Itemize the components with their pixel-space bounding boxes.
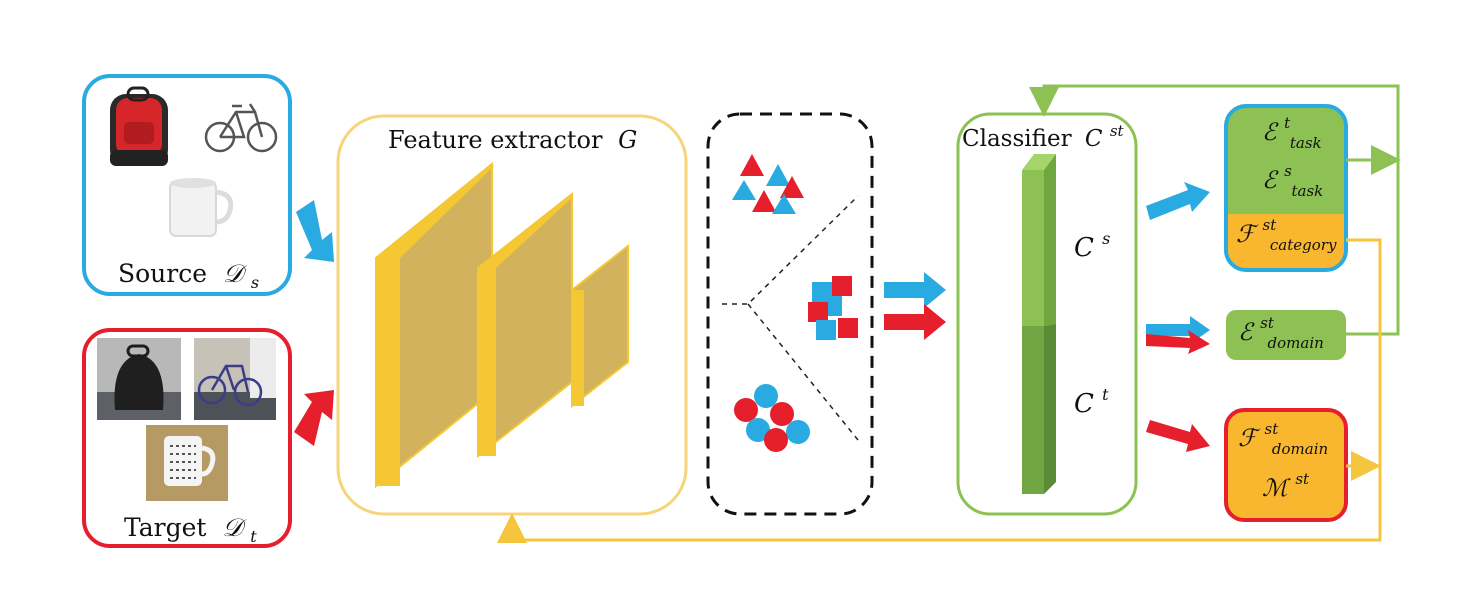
svg-text:ℰ t task: ℰ t task xyxy=(1262,106,1322,152)
domain-loss-sub: domain xyxy=(1268,334,1324,352)
feature-extractor-symbol: G xyxy=(618,126,637,154)
target-subscript: t xyxy=(250,527,257,546)
domain-output-arrow-red xyxy=(1146,330,1210,354)
category-loss-sup: st xyxy=(1263,216,1278,234)
circle-cluster xyxy=(734,384,810,452)
classifier-superscript: st xyxy=(1110,122,1125,140)
svg-text:ℰ st domain: ℰ st domain xyxy=(1238,306,1324,352)
domain-loss-box: ℰ st domain xyxy=(1226,306,1346,360)
classifier-label: Classifier xyxy=(962,126,1072,152)
feature-extractor-label: Feature extractor xyxy=(388,126,603,154)
bicycle-icon xyxy=(204,103,278,153)
task-loss-source-sup: s xyxy=(1284,162,1292,180)
mug-icon xyxy=(169,178,234,237)
source-input-arrow xyxy=(296,200,334,262)
alignment-loss-box: ℱ st domain ℳ st xyxy=(1224,408,1348,522)
svg-text:ℳ st: ℳ st xyxy=(1262,470,1310,502)
task-loss-target-symbol: ℰ xyxy=(1262,118,1279,146)
task-output-arrow xyxy=(1146,182,1210,220)
task-loss-target-sup: t xyxy=(1284,114,1291,132)
conv-layer-2 xyxy=(477,191,573,459)
task-loss-box: ℰ t task ℰ s task ℱ st category xyxy=(1224,104,1348,272)
mmd-loss-symbol: ℳ xyxy=(1262,474,1291,502)
target-label: Target xyxy=(124,513,206,542)
backpack-icon xyxy=(110,86,168,166)
alignment-loss-sub: domain xyxy=(1272,440,1328,458)
source-label: Source xyxy=(118,259,207,288)
svg-text:ℰ s task: ℰ s task xyxy=(1262,154,1323,200)
target-head-superscript: t xyxy=(1102,385,1109,404)
target-symbol: 𝒟 xyxy=(222,513,247,542)
category-loss-symbol: ℱ xyxy=(1236,220,1259,248)
triangle-cluster xyxy=(732,154,804,214)
target-domain-box: Target 𝒟 t xyxy=(82,328,292,548)
square-cluster xyxy=(808,276,858,340)
target-mug-photo xyxy=(146,425,228,501)
mmd-loss-sup: st xyxy=(1295,470,1310,488)
conv-layer-3 xyxy=(571,243,629,409)
task-loss-target-sub: task xyxy=(1290,134,1322,152)
source-domain-box: Source 𝒟 s xyxy=(82,74,292,296)
task-loss-source-sub: task xyxy=(1292,182,1324,200)
svg-text:Source 𝒟 s: Source 𝒟 s xyxy=(118,259,259,292)
svg-text:Classifier C st: Classifier C st xyxy=(962,122,1125,152)
category-loss-sub: category xyxy=(1270,236,1337,254)
source-feature-arrow xyxy=(884,272,946,308)
svg-text:ℱ st category: ℱ st category xyxy=(1236,208,1337,254)
target-input-arrow xyxy=(294,390,334,446)
target-head-symbol: C xyxy=(1074,389,1094,419)
yellow-feedback-lines xyxy=(497,238,1382,543)
conv-layer-1 xyxy=(375,161,494,489)
classifier-box: Classifier C st C s C t xyxy=(956,112,1138,516)
target-backpack-photo xyxy=(97,338,181,420)
domain-loss-sup: st xyxy=(1260,314,1275,332)
svg-text:ℱ st domain: ℱ st domain xyxy=(1238,412,1328,458)
source-subscript: s xyxy=(251,273,259,292)
svg-text:C s: C s xyxy=(1074,229,1110,263)
classifier-symbol: C xyxy=(1085,126,1103,152)
feature-extractor-box: Feature extractor G xyxy=(336,114,688,516)
alignment-loss-symbol: ℱ xyxy=(1238,424,1261,452)
target-bicycle-photo xyxy=(194,338,276,420)
source-symbol: 𝒟 xyxy=(223,259,248,288)
domain-loss-symbol: ℰ xyxy=(1238,318,1255,346)
target-feature-arrow xyxy=(884,304,946,340)
alignment-loss-sup: st xyxy=(1265,420,1280,438)
svg-text:Target 𝒟 t: Target 𝒟 t xyxy=(124,513,257,546)
feature-space-box xyxy=(706,112,874,516)
task-loss-source-symbol: ℰ xyxy=(1262,166,1279,194)
classifier-bar xyxy=(1022,154,1056,494)
svg-text:Feature extractor G: Feature extractor G xyxy=(388,126,637,154)
source-head-superscript: s xyxy=(1102,229,1110,248)
svg-text:C t: C t xyxy=(1074,385,1109,419)
source-head-symbol: C xyxy=(1074,233,1094,263)
alignment-output-arrow xyxy=(1146,420,1210,452)
